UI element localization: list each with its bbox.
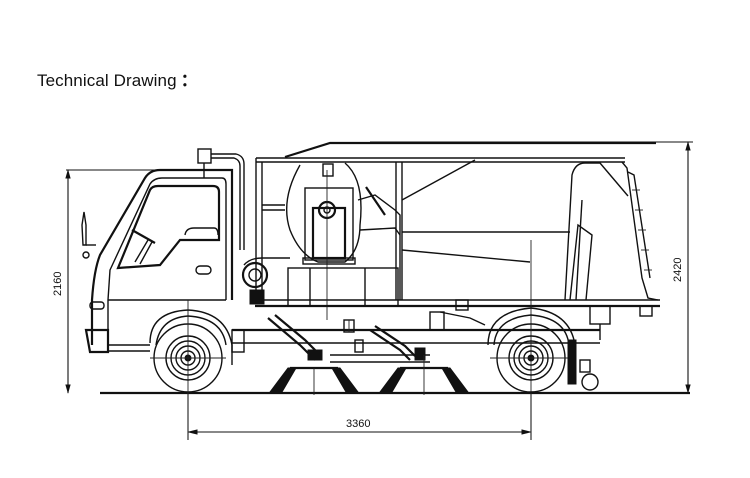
dimension-label-3360: 3360: [346, 418, 370, 430]
suction-nozzle: [567, 305, 653, 391]
page-title: Technical Drawing：: [37, 66, 198, 91]
title-text: Technical Drawing: [37, 71, 177, 90]
sweeper-body: [255, 141, 659, 440]
rear-wheel: [487, 307, 576, 393]
dimension-label-2160: 2160: [52, 272, 64, 296]
pump-assembly: [241, 257, 290, 305]
truck-cab: [81, 148, 245, 354]
chassis-details: [231, 299, 486, 353]
title-colon: ：: [180, 71, 198, 90]
chassis-frame: [232, 299, 660, 363]
dimension-label-2420: 2420: [672, 258, 684, 282]
dimension-cab-height: 2160: [52, 169, 175, 394]
sweeper-brushes: [267, 314, 469, 395]
dimension-wheelbase: 3360: [187, 393, 532, 440]
front-wheel: [149, 300, 233, 440]
